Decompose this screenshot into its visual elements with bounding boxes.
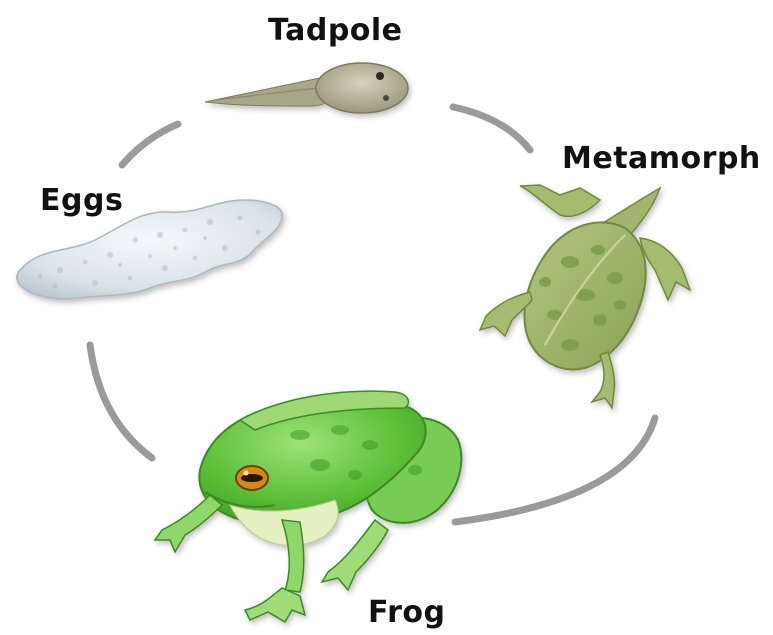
- frog-front-leg: [282, 520, 304, 592]
- frog-eye: [236, 466, 268, 490]
- label-metamorph: Metamorph: [562, 141, 761, 176]
- arrow-metamorph-to-frog: [455, 418, 655, 522]
- frog-left-arm: [155, 495, 222, 552]
- arrow-tadpole-to-metamorph: [453, 107, 530, 150]
- arrow-eggs-to-tadpole: [122, 124, 178, 165]
- arrow-frog-to-eggs: [90, 345, 152, 458]
- tadpole-eye: [376, 72, 384, 80]
- tadpole: [205, 63, 408, 113]
- metamorph: [480, 185, 690, 408]
- tadpole-eye-2: [383, 95, 389, 101]
- frog-back-foot: [322, 520, 388, 590]
- label-eggs: Eggs: [40, 183, 123, 218]
- metamorph-leg-back-left: [520, 185, 600, 216]
- frog-front-foot: [245, 588, 305, 622]
- label-frog: Frog: [368, 595, 445, 630]
- tadpole-body: [316, 63, 408, 113]
- frog: [155, 391, 461, 622]
- label-tadpole: Tadpole: [268, 13, 403, 48]
- tadpole-tail: [205, 78, 332, 106]
- metamorph-leg-back-right: [640, 238, 690, 300]
